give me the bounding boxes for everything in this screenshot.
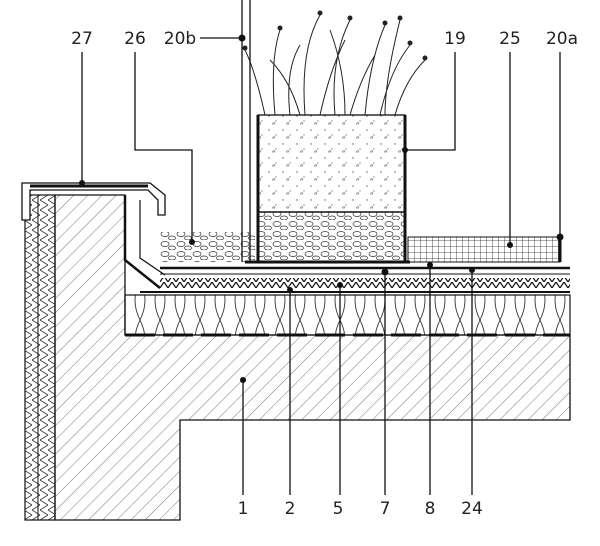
plants [242, 10, 428, 116]
label-27: 27 [71, 29, 93, 49]
label-19: 19 [444, 29, 466, 49]
leader-lines [79, 0, 564, 495]
planter-soil [257, 114, 406, 213]
wall-insulation [24, 194, 56, 521]
label-8: 8 [425, 499, 436, 519]
label-24: 24 [461, 499, 483, 519]
label-2: 2 [285, 499, 296, 519]
label-5: 5 [333, 499, 344, 519]
label-20a: 20a [546, 29, 578, 49]
gravel-strip [160, 232, 255, 262]
label-1: 1 [238, 499, 249, 519]
label-25: 25 [499, 29, 521, 49]
concrete-slab [54, 194, 571, 521]
label-7: 7 [380, 499, 391, 519]
label-20b: 20b [164, 29, 196, 49]
protection-mesh [407, 236, 561, 263]
roof-insulation [124, 294, 571, 336]
label-26: 26 [124, 29, 146, 49]
planter-gravel [257, 211, 406, 263]
drainage-layer [160, 278, 570, 288]
